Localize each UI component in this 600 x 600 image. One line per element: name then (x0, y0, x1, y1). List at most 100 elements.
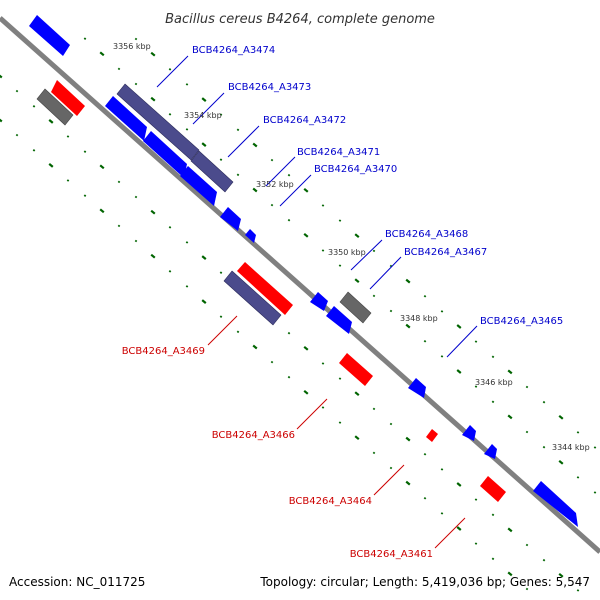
gene-forward-g (326, 306, 352, 334)
scale-labels: 3356 kbp 3354 kbp 3352 kbp 3350 kbp 3348… (113, 42, 590, 452)
gene-label-forward[interactable]: BCB4264_A3468 (385, 229, 468, 240)
tick-dot (185, 285, 189, 288)
tick-dot (507, 571, 513, 577)
forward-gene-labels: BCB4264_A3474 BCB4264_A3473 BCB4264_A347… (192, 45, 563, 327)
gene-label-forward[interactable]: BCB4264_A3471 (297, 147, 380, 158)
feature-other-3474 (116, 83, 200, 161)
tick-dot (491, 513, 495, 517)
gene-features (29, 15, 578, 527)
gene-forward-d (220, 207, 241, 231)
leader-3469 (207, 315, 238, 346)
scale-label: 3350 kbp (328, 248, 366, 257)
gene-forward-k (533, 481, 578, 527)
tick-dot (354, 278, 360, 284)
tick-dot (117, 224, 121, 228)
tick-dot (389, 309, 393, 313)
gene-reverse-3461 (480, 476, 506, 502)
tick-dot (405, 323, 411, 329)
tick-dot (525, 587, 529, 591)
tick-dot (219, 315, 223, 318)
feature-other-3469 (223, 270, 282, 326)
leader-3461 (434, 517, 466, 549)
tick-dot (558, 459, 564, 465)
tick-dot (66, 179, 70, 182)
tick-dot (474, 542, 478, 545)
tick-dot (456, 526, 462, 531)
gene-label-forward[interactable]: BCB4264_A3473 (228, 82, 311, 93)
tick-dot (491, 400, 495, 404)
tick-dot (99, 51, 105, 57)
tick-dot (117, 67, 121, 71)
tick-dot (15, 89, 19, 93)
tick-dot (338, 377, 342, 380)
tick-dot (405, 436, 411, 442)
tick-dot (270, 158, 274, 162)
gene-forward-f (310, 292, 328, 311)
tick-dot (134, 195, 138, 199)
tick-dot (83, 194, 87, 197)
tick-dot (201, 255, 207, 260)
tick-dot (32, 149, 36, 152)
tick-dot (201, 142, 207, 147)
gene-label-reverse[interactable]: BCB4264_A3461 (350, 549, 433, 560)
tick-dot (321, 362, 325, 365)
tick-dot (542, 558, 546, 562)
tick-dot (525, 430, 529, 434)
gene-label-forward[interactable]: BCB4264_A3465 (480, 316, 563, 327)
gene-label-forward[interactable]: BCB4264_A3472 (263, 115, 346, 126)
tick-dot (168, 270, 172, 273)
gene-forward-h (408, 378, 426, 398)
tick-dot (303, 345, 309, 351)
leader-3464 (373, 464, 405, 496)
tick-dot (270, 360, 274, 364)
tick-dot (372, 407, 376, 411)
gene-label-reverse[interactable]: BCB4264_A3464 (289, 496, 372, 507)
tick-dot (134, 82, 138, 86)
tick-dot (558, 414, 564, 420)
leader-3468 (350, 239, 383, 271)
tick-dot (168, 113, 172, 116)
genome-title: Bacillus cereus B4264, complete genome (165, 12, 435, 27)
tick-dot (525, 385, 529, 389)
tick-dot (83, 150, 87, 153)
tick-dot (287, 173, 291, 177)
tick-dot (150, 96, 156, 102)
tick-dot (321, 204, 325, 207)
gene-label-reverse[interactable]: BCB4264_A3469 (122, 346, 205, 357)
tick-dot (354, 435, 360, 441)
tick-dot (117, 180, 121, 184)
tick-dot (32, 105, 36, 108)
gene-reverse-3469 (237, 262, 293, 315)
tick-dot (593, 446, 597, 449)
gene-label-forward[interactable]: BCB4264_A3470 (314, 164, 397, 175)
tick-dot (576, 431, 580, 434)
gene-label-forward[interactable]: BCB4264_A3474 (192, 45, 275, 56)
gene-label-reverse[interactable]: BCB4264_A3466 (212, 430, 295, 441)
tick-dot (185, 128, 189, 131)
tick-dot (542, 400, 546, 404)
feature-other-3473 (190, 150, 234, 193)
tick-dot (303, 232, 309, 238)
gene-label-forward[interactable]: BCB4264_A3467 (404, 247, 487, 258)
tick-dot (201, 97, 207, 102)
tick-dot (168, 68, 172, 71)
tick-dot (474, 498, 478, 501)
tick-dot (338, 421, 342, 424)
tick-dot (236, 128, 240, 132)
tick-dot (576, 476, 580, 479)
tick-dot (372, 249, 376, 253)
tick-dot (338, 264, 342, 267)
scale-label: 3348 kbp (400, 314, 438, 323)
tick-marks (0, 37, 597, 592)
tick-dot (440, 468, 444, 471)
tick-dot (287, 375, 291, 379)
label-leader-lines (156, 55, 478, 549)
tick-dot (48, 163, 54, 168)
tick-dot (150, 209, 156, 215)
tick-dot (219, 271, 223, 274)
leader-3474 (156, 55, 189, 88)
scale-label: 3354 kbp (184, 111, 222, 120)
feature-gray-left (36, 88, 74, 126)
tick-dot (185, 241, 189, 244)
